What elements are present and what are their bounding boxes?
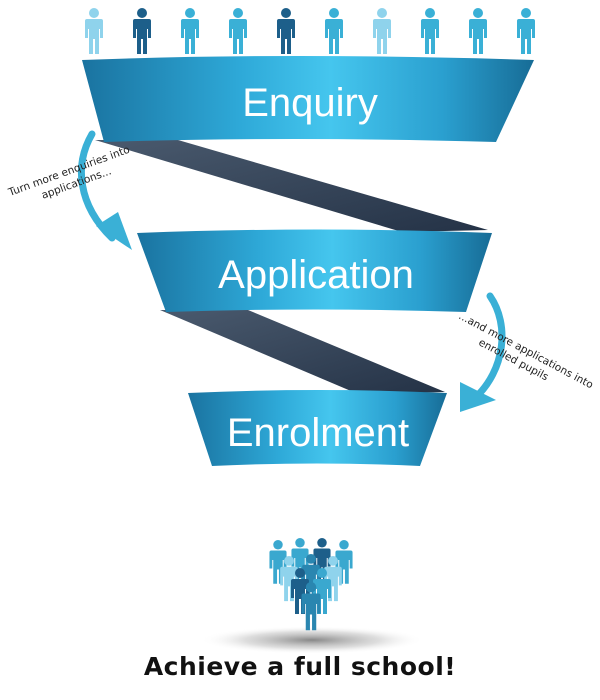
person-icon: [85, 8, 103, 54]
person-icon: [229, 8, 247, 54]
stage-enrolment: Enrolment: [188, 390, 447, 466]
right-arrow: [460, 292, 506, 412]
left-note: Turn more enquiries into applications...: [6, 144, 131, 202]
ribbon-shadow-lower: [160, 310, 445, 394]
ground-shadow: [200, 626, 424, 654]
person-icon: [469, 8, 487, 54]
group-person-icon: [301, 582, 321, 631]
person-icon: [517, 8, 535, 54]
stage-enquiry: Enquiry: [82, 56, 534, 142]
group-person-icon: [335, 540, 353, 584]
right-note-line-1: ...and more applications into: [457, 310, 596, 391]
tagline: Achieve a full school!: [143, 652, 457, 681]
left-arrow: [78, 130, 132, 250]
people-row: [85, 8, 535, 54]
people-group-icon: [269, 538, 353, 631]
person-icon: [277, 8, 295, 54]
person-icon: [133, 8, 151, 54]
ribbon-shadow-upper: [95, 140, 488, 232]
person-icon: [373, 8, 391, 54]
person-icon: [181, 8, 199, 54]
person-icon: [325, 8, 343, 54]
stage-enquiry-label: Enquiry: [242, 81, 378, 125]
group-person-icon: [269, 540, 287, 584]
stage-application-label: Application: [218, 253, 414, 297]
stage-application: Application: [137, 229, 492, 312]
person-icon: [421, 8, 439, 54]
stage-enrolment-label: Enrolment: [227, 411, 409, 455]
